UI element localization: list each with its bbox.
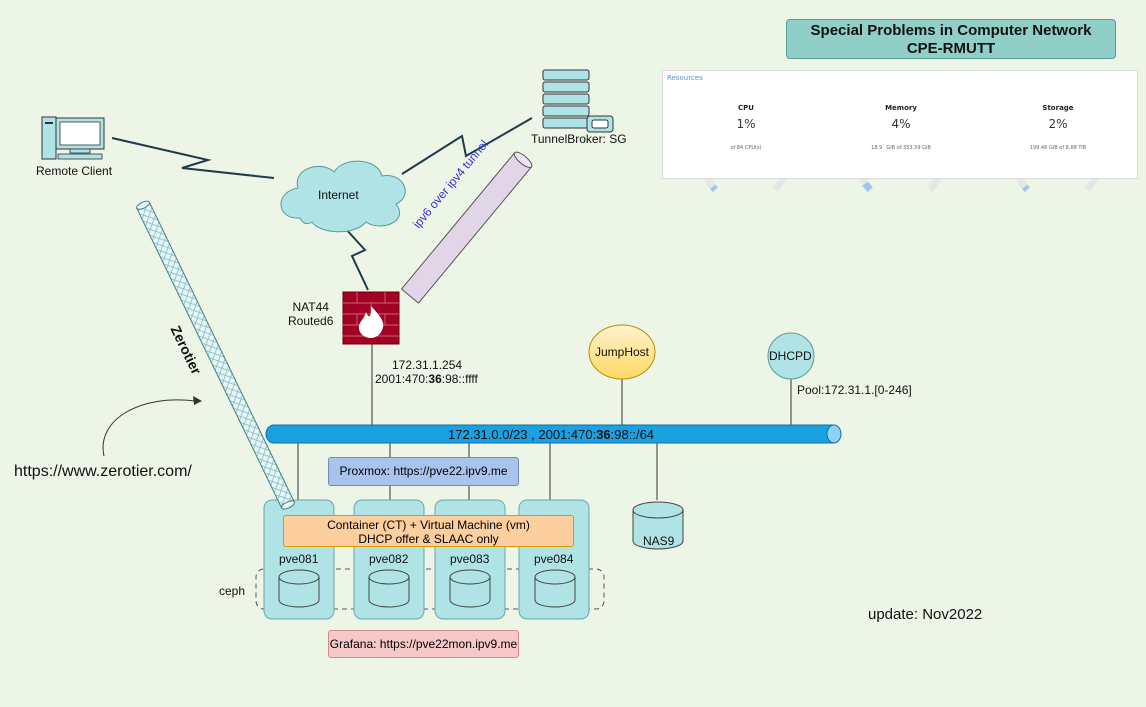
pve082-disk-icon — [368, 569, 410, 608]
tunnelbroker-server-icon[interactable] — [542, 69, 614, 133]
network-bar[interactable] — [265, 424, 842, 444]
zerotier-arrow — [102, 396, 202, 457]
internet-tunnelbroker-link — [401, 117, 533, 175]
arrow-head-icon — [193, 396, 202, 405]
storage-percent: 2% — [1048, 117, 1068, 131]
pve082-label: pve082 — [369, 552, 409, 566]
storage-title: Storage — [1042, 104, 1074, 112]
pool-label: Pool:172.31.1.[0-246] — [797, 383, 912, 397]
memory-gauge-fill — [862, 181, 873, 193]
title-line1: Special Problems in Computer Network — [810, 22, 1092, 39]
dhcpd-node[interactable] — [767, 332, 815, 380]
memory-title: Memory — [885, 104, 917, 112]
container-line2: DHCP offer & SLAAC only — [358, 532, 499, 546]
proxmox-box[interactable]: Proxmox: https://pve22.ipv9.me — [328, 457, 519, 486]
router-ipv4: 172.31.1.254 — [392, 358, 463, 372]
pve083-disk-icon — [449, 569, 491, 608]
jumphost-node[interactable] — [588, 324, 656, 380]
memory-detail: 18.9` GiB of 353.59 GiB — [871, 145, 931, 151]
resources-header: Resources — [667, 74, 703, 82]
zerotier-tunnel[interactable] — [135, 199, 295, 510]
pve-disks — [278, 569, 576, 608]
dhcpd-label: DHCPD — [769, 349, 812, 363]
cpu-detail: of 84 CPU(s) — [730, 145, 762, 151]
internet-router-link — [344, 227, 369, 291]
ceph-label: ceph — [219, 584, 246, 598]
container-line1: Container (CT) + Virtual Machine (vm) — [327, 518, 530, 532]
title-line2: CPE-RMUTT — [906, 40, 996, 57]
container-vm-box: Container (CT) + Virtual Machine (vm) DH… — [283, 515, 574, 547]
remote-internet-link — [111, 137, 275, 179]
cpu-gauge-fill — [709, 184, 718, 193]
nas-icon[interactable] — [632, 501, 684, 550]
flame-icon — [358, 306, 384, 338]
grafana-box[interactable]: Grafana: https://pve22mon.ipv9.me — [328, 630, 519, 658]
pve083-label: pve083 — [450, 552, 490, 566]
firewall-router-icon[interactable] — [342, 291, 400, 345]
pve084-label: pve084 — [534, 552, 574, 566]
network-drops — [297, 342, 792, 500]
resources-panel: Resources CPU Memory Storage 1% 4% 2% of… — [662, 70, 1138, 179]
jumphost-label: JumpHost — [595, 345, 650, 359]
pve081-disk-icon — [278, 569, 320, 608]
internet-cloud[interactable] — [280, 160, 406, 233]
tunnelbroker-label: TunnelBroker: SG — [531, 132, 627, 146]
storage-gauge-fill — [1021, 184, 1030, 193]
network-bar-label: 172.31.0.0/23 , 2001:470:36:98::/64 — [448, 427, 655, 442]
pve084-disk-icon — [534, 569, 576, 608]
internet-label: Internet — [318, 188, 359, 202]
ceph-storage-area — [255, 568, 605, 610]
cpu-percent: 1% — [736, 117, 756, 131]
title-box: Special Problems in Computer Network CPE… — [786, 19, 1116, 59]
cpu-title: CPU — [738, 104, 754, 112]
memory-percent: 4% — [891, 117, 911, 131]
router-label: NAT44 Routed6 — [288, 300, 334, 328]
remote-client-icon[interactable] — [41, 116, 105, 160]
zerotier-url[interactable]: https://www.zerotier.com/ — [14, 463, 192, 480]
ipv6-tunnel[interactable] — [400, 150, 535, 304]
remote-client-label: Remote Client — [36, 164, 113, 178]
pve081-label: pve081 — [279, 552, 319, 566]
nas-label: NAS9 — [643, 534, 675, 548]
storage-detail: 199.46 GiB of 8.88 TiB — [1029, 145, 1087, 151]
update-label: update: Nov2022 — [868, 606, 983, 623]
router-ipv6: 2001:470:36:98::ffff — [375, 372, 478, 386]
